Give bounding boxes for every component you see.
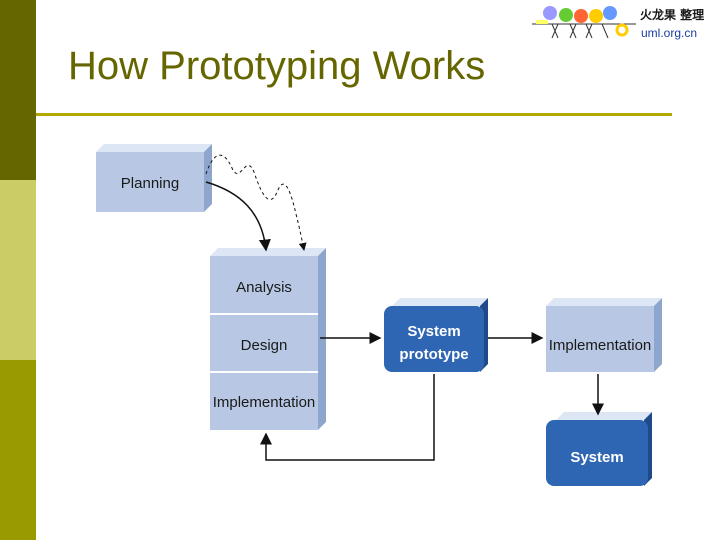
planning-label: Planning [121, 175, 179, 192]
title-underline [36, 113, 672, 116]
implementation-right-box [546, 298, 662, 372]
logo-graphic [532, 6, 636, 39]
slide-title: How Prototyping Works [68, 44, 486, 88]
prototype-feedback-arrow [260, 374, 435, 461]
system-prototype-box [384, 298, 488, 372]
implementation-stack-label: Implementation [213, 394, 316, 411]
system-label: System [570, 449, 623, 466]
sidebar-band-middle [0, 180, 36, 360]
design-label: Design [241, 337, 288, 354]
implementation-right-label: Implementation [549, 337, 652, 354]
sdlc-stack [210, 248, 326, 430]
sidebar-band-top [0, 0, 36, 180]
analysis-label: Analysis [236, 279, 292, 296]
logo-text-chinese: 火龙果 整理 [640, 8, 705, 22]
sidebar-band-bottom [0, 360, 36, 540]
system-box [546, 412, 652, 486]
planning-to-analysis-arrow [205, 181, 271, 252]
logo-text-url: uml.org.cn [641, 26, 698, 40]
prototype-label-line2: prototype [399, 346, 468, 363]
planning-box [96, 144, 212, 212]
iteration-dashed-curve [205, 154, 307, 251]
prototype-label-line1: System [407, 323, 460, 340]
